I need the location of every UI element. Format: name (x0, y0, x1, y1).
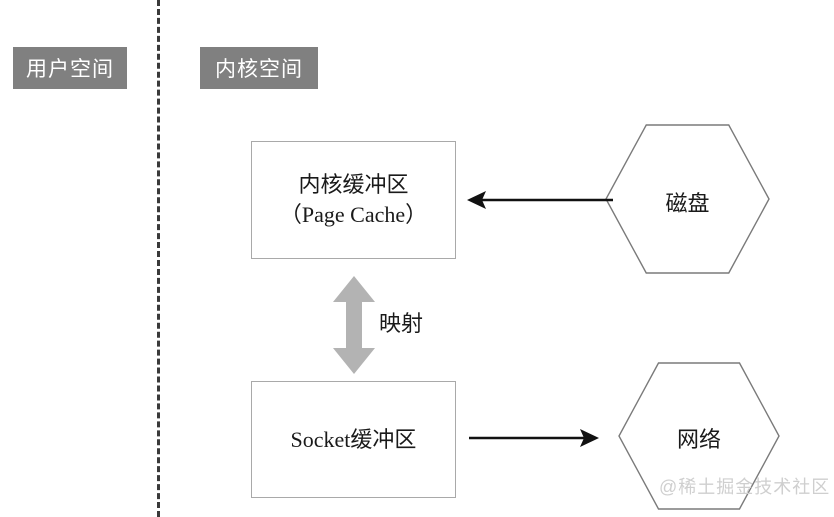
arrow-socket-buffer-to-network (469, 429, 599, 447)
disk-node: 磁盘 (605, 124, 770, 274)
kernel-buffer-title: 内核缓冲区 (298, 172, 409, 198)
network-node: 网络 (618, 362, 780, 510)
kernel-space-label-text: 内核空间 (215, 58, 303, 81)
user-space-label: 用户空间 (13, 47, 127, 89)
kernel-space-label: 内核空间 (200, 47, 318, 89)
network-label: 网络 (676, 427, 721, 452)
mapping-double-arrow (333, 276, 375, 374)
kernel-buffer-box: 内核缓冲区 （Page Cache） (251, 141, 456, 259)
disk-label: 磁盘 (665, 191, 710, 216)
hexagon-icon (618, 362, 780, 510)
watermark: @稀土掘金技术社区 (659, 477, 831, 497)
mapping-label: 映射 (379, 311, 424, 336)
socket-buffer-title: Socket缓冲区 (290, 426, 417, 452)
kernel-buffer-subtitle: （Page Cache） (279, 202, 428, 227)
user-kernel-divider-line (157, 0, 160, 517)
user-space-label-text: 用户空间 (26, 58, 114, 81)
socket-buffer-box: Socket缓冲区 (251, 381, 456, 498)
arrow-disk-to-kernel-buffer (467, 191, 613, 209)
